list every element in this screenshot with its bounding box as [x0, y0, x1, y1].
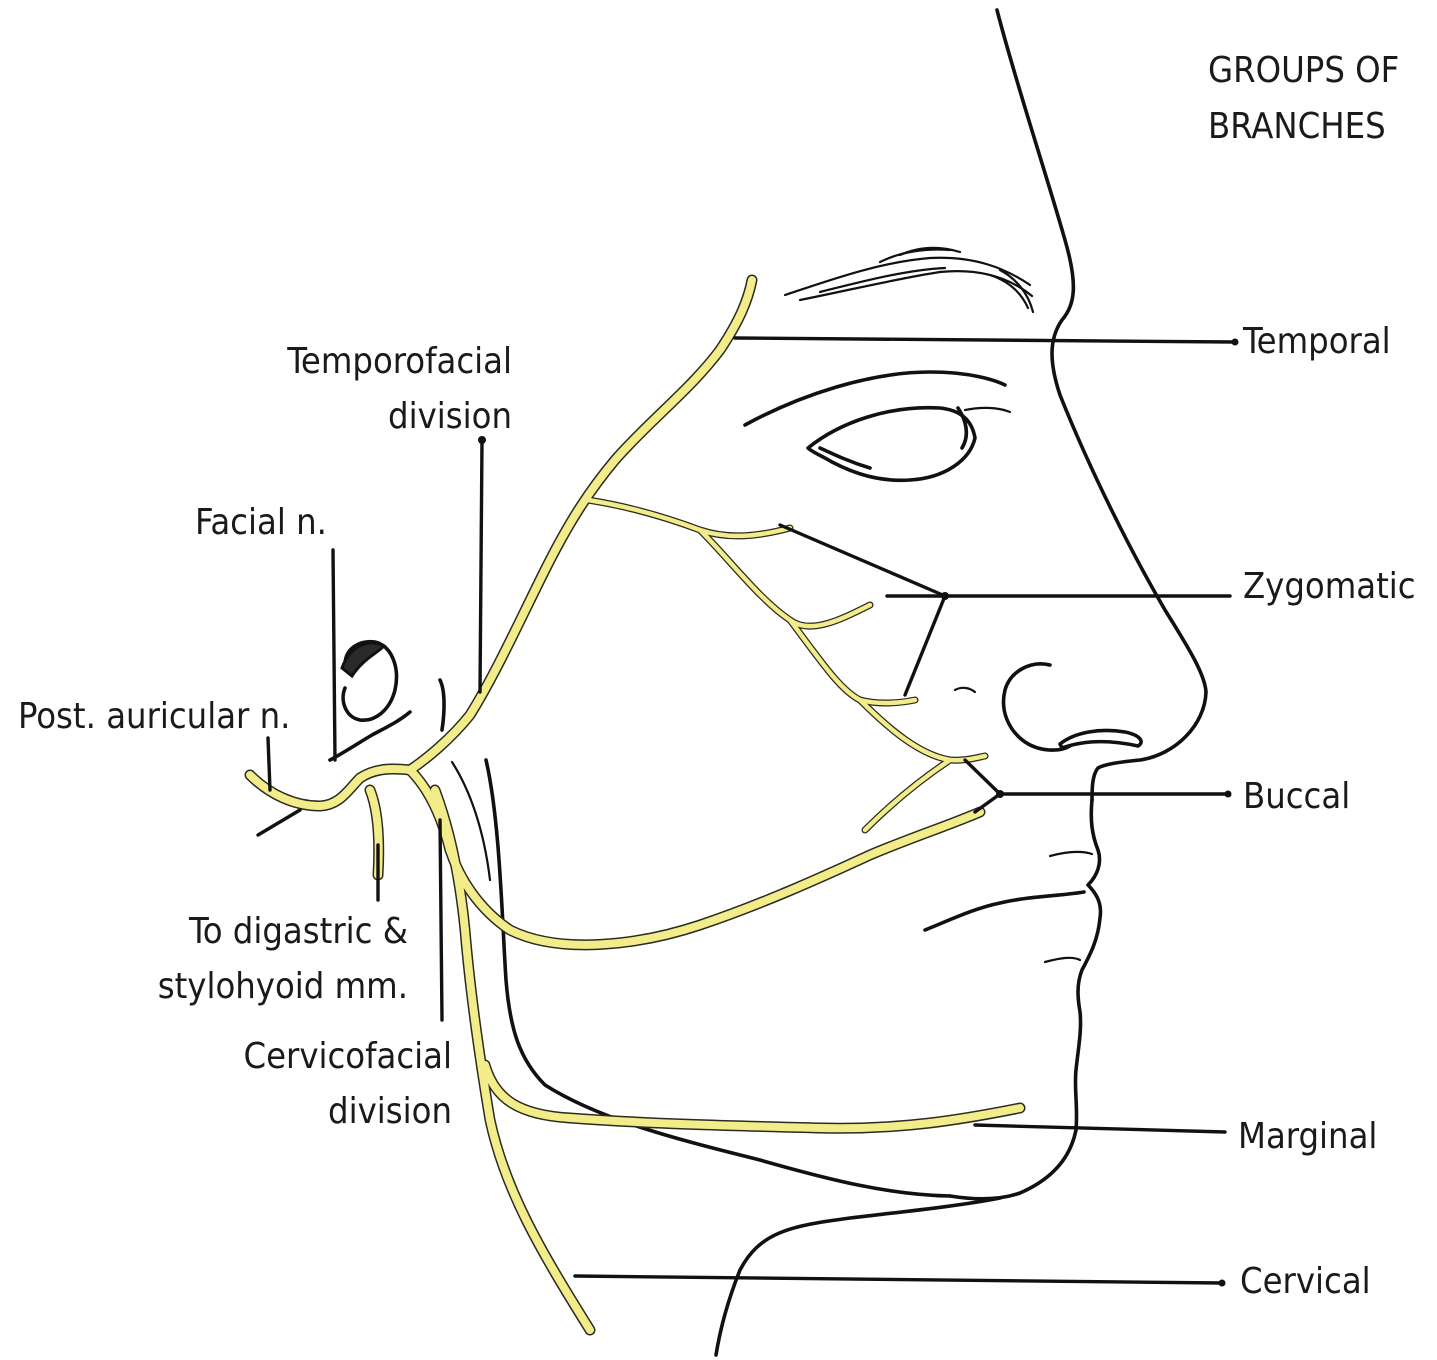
nose-crease — [955, 688, 975, 692]
temporal-leader — [735, 338, 1235, 342]
label-temporofacial-line-2: division — [388, 396, 512, 437]
post-auricular-branch — [258, 810, 300, 835]
label-buccal: Buccal — [1243, 776, 1350, 817]
zygomatic-nerve-lower — [790, 620, 915, 703]
cervical-nerve — [435, 790, 590, 1330]
buccal-leader-upper — [965, 760, 1000, 794]
label-marginal: Marginal — [1238, 1116, 1377, 1157]
marginal-leader — [975, 1125, 1225, 1132]
label-cervicofacial-line-2: division — [328, 1091, 452, 1132]
zygomatic-leader-lower — [905, 596, 945, 695]
label-digastric-line-1: To digastric & — [188, 911, 408, 952]
nostril-opening — [1060, 731, 1141, 749]
zygomatic-leader-upper — [780, 525, 945, 596]
nerve-tree — [250, 280, 1020, 1330]
label-temporofacial-line-1: Temporofacial — [286, 341, 512, 382]
label-temporal: Temporal — [1242, 321, 1391, 362]
buccal-lower-nerve — [410, 770, 980, 945]
cervical-leader — [575, 1276, 1222, 1283]
facial-n-leader — [333, 550, 335, 760]
zygomatic-nerve-upper — [588, 500, 790, 536]
profile-forehead-nose — [997, 10, 1206, 800]
face-outline — [330, 10, 1206, 1355]
label-zygomatic: Zygomatic — [1243, 566, 1416, 607]
eye — [745, 372, 1010, 480]
eyebrow — [785, 248, 1033, 312]
zygomatic-nerve-middle — [700, 530, 870, 626]
mouth — [925, 852, 1092, 962]
label-post-auricular: Post. auricular n. — [18, 696, 290, 737]
text-labels: GROUPS OF BRANCHES Temporal Zygomatic Bu… — [18, 50, 1416, 1302]
cervicofacial-leader — [440, 820, 442, 1020]
post-auricular-leader — [268, 738, 270, 790]
temporofacial-leader — [480, 440, 482, 692]
heading-line-1: GROUPS OF — [1208, 50, 1399, 91]
label-cervicofacial-line-1: Cervicofacial — [243, 1036, 452, 1077]
heading-line-2: BRANCHES — [1208, 106, 1386, 147]
label-cervical: Cervical — [1240, 1261, 1371, 1302]
buccal-upper-nerve — [860, 700, 985, 760]
label-facial-n: Facial n. — [195, 502, 327, 543]
nostril — [1004, 664, 1070, 750]
label-digastric-line-2: stylohyoid mm. — [158, 966, 408, 1007]
buccal-leader-lower — [975, 794, 1000, 812]
profile-lips-chin — [950, 800, 1101, 1199]
ear — [330, 642, 444, 760]
